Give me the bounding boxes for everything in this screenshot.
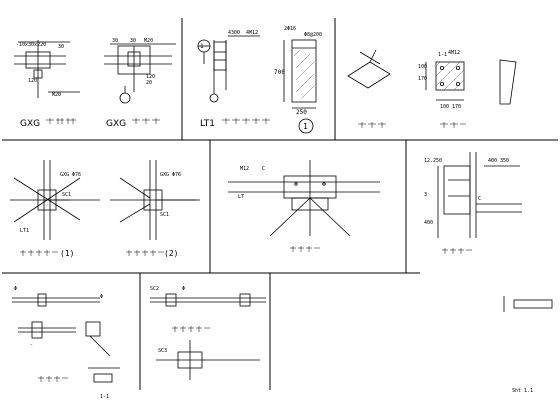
- caption-glyphs: [20, 250, 58, 256]
- svg-text:LT1: LT1: [20, 228, 29, 234]
- svg-text:2Φ16: 2Φ16: [284, 26, 296, 32]
- dim-label: 30: [130, 38, 136, 44]
- purlin-node-labels: M12 C LT: [238, 166, 265, 200]
- legend-symbol: [503, 296, 553, 312]
- lt1-drawing: [197, 35, 260, 103]
- opening-labels: 12.250 400 350 3 400 C: [424, 158, 509, 226]
- svg-text:GXG Φ76: GXG Φ76: [160, 172, 181, 178]
- svg-text:LT: LT: [238, 194, 244, 200]
- svg-text:SC3: SC3: [158, 348, 167, 354]
- dim-label: 400: [424, 220, 433, 226]
- horizontal-brace-drawing: [150, 293, 266, 380]
- svg-text:M20: M20: [144, 38, 153, 44]
- panel-brace-node-1: GXG Φ76 SC1 LT1 (1): [10, 160, 100, 258]
- horizontal-brace-labels: SC2 Φ SC3: [150, 286, 185, 354]
- tie-rod-drawing: [12, 293, 120, 383]
- node-1-tag: (1): [60, 249, 74, 258]
- dim-label: 170: [452, 104, 461, 110]
- tie-rod-labels: Φ Φ - 1-1: [14, 286, 109, 400]
- panel-embed-plate: 1-1 4M12 100 170 100 170: [347, 49, 517, 128]
- gxg-left-detail: [14, 40, 80, 98]
- dim-label: 20: [146, 80, 152, 86]
- svg-text:M20: M20: [52, 92, 61, 98]
- panel-tie-rod: Φ Φ - 1-1: [12, 286, 120, 400]
- node-2-tag: (2): [164, 249, 178, 258]
- panel-horizontal-brace: SC2 Φ SC3: [150, 286, 266, 380]
- svg-text:C: C: [478, 196, 481, 202]
- sheet-grid-lines: [2, 18, 558, 390]
- dim-label: 3: [424, 192, 427, 198]
- svg-text:SC2: SC2: [150, 286, 159, 292]
- svg-text:Φ: Φ: [14, 286, 17, 292]
- svg-text:Φ: Φ: [100, 294, 103, 300]
- brace-node-1-labels: GXG Φ76 SC1 LT1: [20, 172, 81, 234]
- lt1-labels: 4300 4M12 1: [200, 30, 258, 50]
- dim-label: 4M12: [246, 30, 258, 36]
- dim-label: 100: [418, 64, 427, 70]
- panel-lt1-detail: 4300 4M12 1 LT1: [197, 30, 270, 129]
- caption-glyphs: [132, 118, 160, 124]
- dim-label: 400: [488, 158, 497, 164]
- purlin-node-drawing: [228, 160, 380, 237]
- dim-label: 30: [58, 44, 64, 50]
- brace-node-1-drawing: [10, 160, 100, 240]
- gxg-left-labels: -10x30x220 30 M20 120: [16, 42, 64, 98]
- svg-text:1: 1: [200, 43, 204, 50]
- section-1-hatch: [293, 49, 315, 99]
- footer-label: Sht 1.1: [512, 388, 533, 394]
- dim-label: M12: [240, 166, 249, 172]
- svg-text:-: -: [30, 342, 33, 348]
- caption-glyphs: [172, 326, 210, 332]
- dim-label: 120: [28, 78, 37, 84]
- gxg-left-caption: GXG: [20, 119, 40, 129]
- dim-label: 4M12: [448, 50, 460, 56]
- svg-text:SC1: SC1: [62, 192, 71, 198]
- dim-label: 1-1: [438, 52, 447, 58]
- dim-label: C: [262, 166, 265, 172]
- svg-text:-10x30x220: -10x30x220: [16, 42, 46, 48]
- svg-text:GXG Φ76: GXG Φ76: [60, 172, 81, 178]
- caption-glyphs: [358, 122, 466, 128]
- panel-gxg-details: -10x30x220 30 M20 120 GXG 30 30 M20 120 …: [14, 38, 176, 129]
- dim-label: 170: [418, 76, 427, 82]
- embed-plate-hatch: [435, 61, 465, 91]
- section-1-labels: 2Φ16 Φ8@200 700 250 1: [274, 26, 322, 131]
- gxg-right-caption: GXG: [106, 119, 126, 129]
- caption-glyphs: [290, 246, 320, 252]
- dim-label: 1: [303, 122, 308, 131]
- gxg-right-labels: 30 30 M20 120 20: [112, 38, 155, 86]
- lt1-caption: LT1: [200, 119, 215, 129]
- svg-text:Φ: Φ: [182, 286, 185, 292]
- caption-glyphs: [222, 118, 270, 124]
- brace-node-2-drawing: [110, 160, 200, 240]
- panel-purlin-node: M12 C LT: [228, 160, 380, 252]
- gxg-right-detail: [104, 43, 176, 104]
- embed-plate-drawing: [347, 49, 517, 105]
- caption-glyphs: [46, 118, 76, 124]
- dim-label: 4300: [228, 30, 240, 36]
- opening-drawing: [437, 152, 522, 238]
- dim-label: 1-1: [100, 394, 109, 400]
- dim-label: 250: [296, 109, 307, 116]
- dim-label: 700: [274, 69, 285, 76]
- section-1-drawing: [283, 39, 317, 134]
- caption-glyphs: [126, 250, 164, 256]
- caption-glyphs: [442, 248, 472, 254]
- dim-label: 120: [146, 74, 155, 80]
- svg-text:Φ8@200: Φ8@200: [304, 32, 322, 38]
- caption-glyphs: [38, 376, 68, 382]
- dim-label: 12.250: [424, 158, 442, 164]
- dim-label: 100: [440, 104, 449, 110]
- svg-text:SC1: SC1: [160, 212, 169, 218]
- embed-plate-labels: 1-1 4M12 100 170 100 170: [418, 50, 461, 110]
- dim-label: 350: [500, 158, 509, 164]
- brace-node-2-labels: GXG Φ76 SC1: [160, 172, 181, 218]
- panel-opening-detail: 12.250 400 350 3 400 C: [424, 152, 522, 254]
- panel-section-1: 2Φ16 Φ8@200 700 250 1: [274, 26, 322, 134]
- panel-brace-node-2: GXG Φ76 SC1 (2): [110, 160, 200, 258]
- dim-label: 30: [112, 38, 118, 44]
